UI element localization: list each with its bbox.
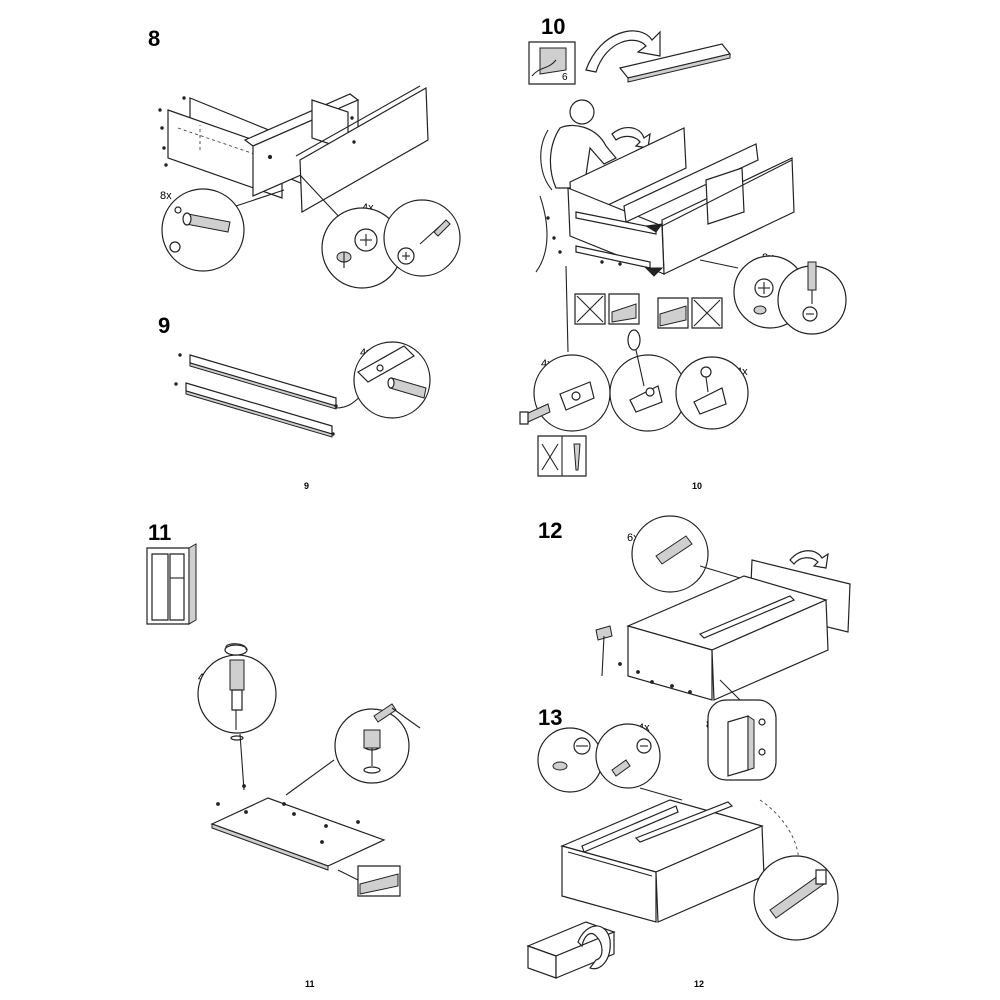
screwdriver-icon <box>612 739 651 776</box>
step10-rail <box>576 212 656 234</box>
cam-lock-icon <box>728 716 765 776</box>
step13-divider <box>636 802 732 842</box>
step12-divider <box>700 596 794 638</box>
page-number-12: 12 <box>694 979 705 989</box>
step12-illustration <box>596 516 850 780</box>
step-number-10: 10 <box>541 14 566 39</box>
step13-illustration <box>528 724 838 978</box>
screw-icon <box>770 870 826 918</box>
page-number-11: 11 <box>305 979 315 989</box>
screwdriver-icon <box>628 330 644 386</box>
step10-divider <box>706 168 744 224</box>
wardrobe-icon <box>147 544 196 624</box>
qty-s8-dowel: 8x <box>160 190 172 202</box>
person-icon <box>536 100 616 272</box>
step8-dowel-marks <box>159 97 355 166</box>
dowel-icon <box>183 213 230 232</box>
step8-screwdriver-detail <box>384 200 460 276</box>
step13-box-front <box>562 846 656 922</box>
screw-icon <box>701 367 711 392</box>
step-number-11: 11 <box>148 520 172 545</box>
step8-illustration <box>159 86 460 288</box>
screw-icon <box>520 404 550 424</box>
cam-lock-icon <box>337 229 377 268</box>
cam-lock-icon <box>553 738 590 770</box>
step10-illustration: 6 <box>520 31 846 476</box>
arrow-icon <box>586 31 660 72</box>
step-number-8: 8 <box>148 26 161 51</box>
bracket-icon <box>560 382 594 410</box>
step8-dowel-detail <box>162 189 244 271</box>
hammer-icon <box>596 626 612 676</box>
hammer-icon <box>374 704 420 728</box>
page-number-10: 10 <box>692 481 703 491</box>
cam-lock-icon <box>754 279 773 314</box>
step13-cam-detail <box>538 728 602 792</box>
step-number-12: 12 <box>538 518 563 543</box>
sticker-count: 6 <box>562 72 568 83</box>
dowel-icon <box>656 536 692 564</box>
screwdriver-icon <box>803 262 817 321</box>
dowel-icon <box>388 378 426 398</box>
step13-screwdriver-detail <box>596 724 660 788</box>
step-number-13: 13 <box>538 705 563 730</box>
qty-s12-dowel: 6x <box>627 532 639 544</box>
step8-front-panel <box>300 88 428 212</box>
screwdriver-icon <box>398 220 450 264</box>
drawer-icon <box>528 922 614 978</box>
step12-box-front <box>628 626 712 700</box>
leg-icon <box>225 644 247 730</box>
page-number-9: 9 <box>304 481 310 491</box>
step9-illustration <box>175 342 430 437</box>
step-number-9: 9 <box>158 313 171 338</box>
step11-illustration <box>147 544 420 896</box>
